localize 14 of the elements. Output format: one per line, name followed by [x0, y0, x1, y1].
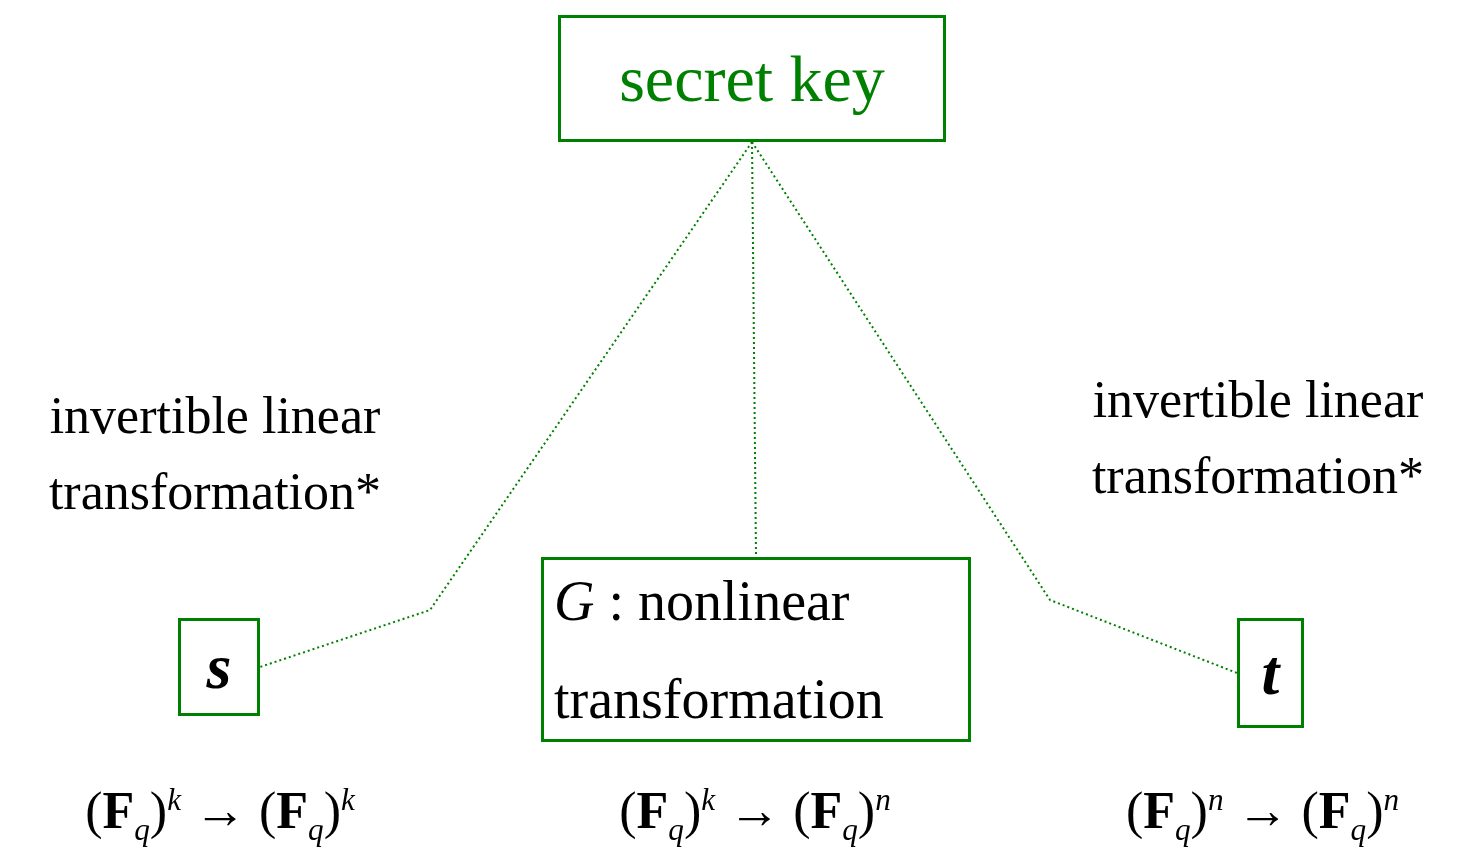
dotted-line	[751, 141, 1238, 674]
description-text: invertible linear transformation*	[1090, 370, 1426, 506]
formula: (F$_{q}$)$^{k}$ → (F$_{q}$)$^{k}$	[84, 781, 357, 849]
box-label: s	[206, 635, 232, 699]
box-label: t	[1261, 641, 1280, 705]
text-box	[541, 557, 971, 742]
text-box	[558, 15, 946, 142]
formula: (F$_{q}$)$^{k}$ → (F$_{q}$)$^{n}$	[618, 781, 892, 849]
text-box	[1237, 618, 1304, 728]
dotted-line	[259, 141, 753, 668]
formula: (F$_{q}$)$^{n}$ → (F$_{q}$)$^{n}$	[1124, 781, 1401, 849]
description-text: invertible linear transformation*	[47, 386, 383, 522]
box-label: G : nonlinear transformation	[554, 568, 885, 732]
text-box	[178, 618, 260, 716]
